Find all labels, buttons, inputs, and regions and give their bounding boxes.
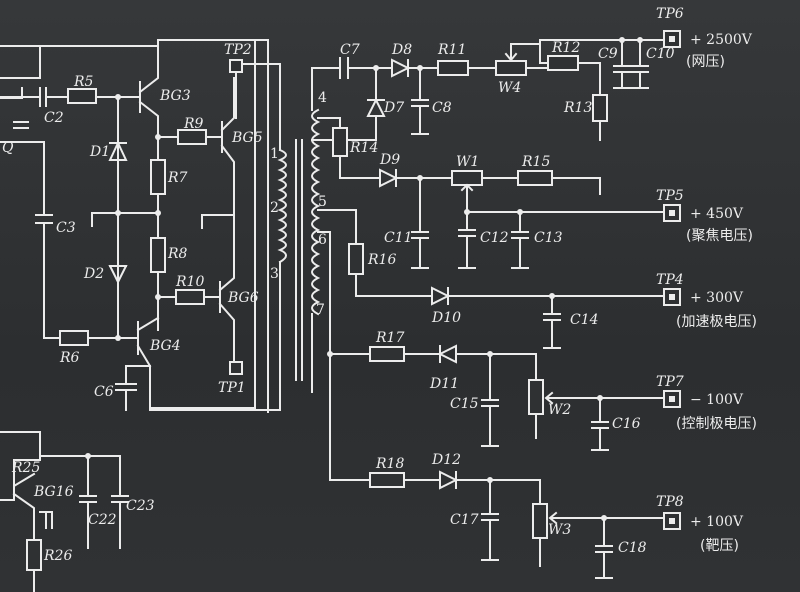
d8-diode <box>391 58 411 78</box>
c7-capacitor <box>339 57 349 79</box>
c17-capacitor <box>481 479 499 561</box>
c13-capacitor <box>511 211 529 269</box>
w3-potentiometer <box>532 503 548 539</box>
c16-capacitor <box>591 397 609 451</box>
c15-capacitor <box>481 353 499 447</box>
r13-resistor <box>592 94 608 122</box>
r6-resistor <box>59 330 89 346</box>
d2-diode <box>108 265 128 285</box>
c6-capacitor <box>115 365 137 411</box>
c23-capacitor <box>111 495 129 549</box>
c9-capacitor <box>613 39 631 89</box>
c12-capacitor <box>458 211 476 269</box>
r14-resistor <box>332 127 348 157</box>
r8-resistor <box>150 237 166 273</box>
d1-diode <box>108 140 128 161</box>
w4-potentiometer <box>495 60 527 76</box>
transformer-core <box>295 139 303 381</box>
d11-diode <box>437 344 457 364</box>
c18-capacitor <box>595 517 613 579</box>
c14-capacitor <box>543 295 561 349</box>
r10-resistor <box>175 289 205 305</box>
transformer-primary <box>277 148 287 264</box>
r26-resistor <box>26 539 42 571</box>
r5-resistor <box>67 88 97 104</box>
d10-diode <box>431 286 451 306</box>
transformer-secondary <box>311 108 321 316</box>
r15-resistor <box>517 170 553 186</box>
top-bus <box>39 45 159 59</box>
top-bus-right <box>157 39 269 413</box>
r16-resistor <box>348 243 364 275</box>
w1-potentiometer <box>451 170 483 186</box>
r7-resistor <box>150 159 166 195</box>
r12-resistor <box>547 55 579 71</box>
c22-capacitor <box>79 455 97 549</box>
r9-resistor <box>177 129 207 145</box>
r18-resistor <box>369 472 405 488</box>
left-top-rail <box>0 45 41 79</box>
w2-potentiometer <box>528 379 544 415</box>
d7-diode <box>311 67 386 141</box>
r17-resistor <box>369 346 405 362</box>
c10-capacitor <box>631 39 649 89</box>
d9-diode <box>379 168 399 188</box>
r11-resistor <box>437 60 469 76</box>
c3-capacitor <box>35 214 53 224</box>
c11-capacitor <box>411 177 429 269</box>
d12-diode <box>439 470 459 490</box>
c8-capacitor <box>411 67 429 135</box>
